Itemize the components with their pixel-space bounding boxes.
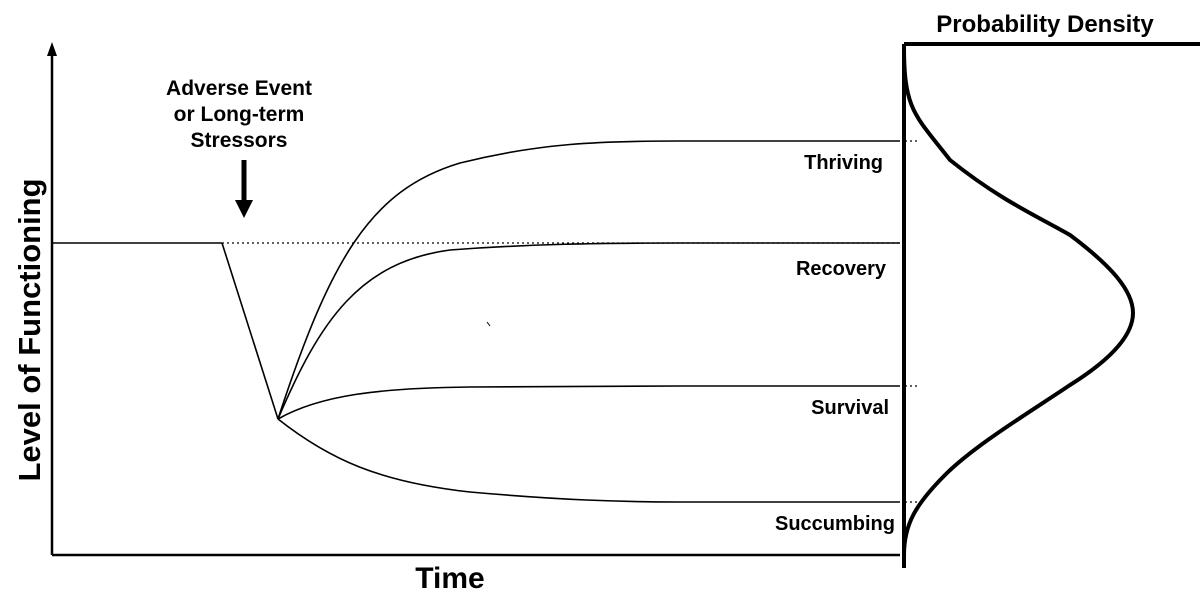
density-label: Probability Density xyxy=(936,11,1154,38)
decline-line xyxy=(221,242,279,420)
survival-trajectory xyxy=(277,385,900,420)
stray-mark xyxy=(486,321,491,327)
recovery-trajectory xyxy=(277,242,900,420)
recovery-label: Recovery xyxy=(796,258,887,280)
y-axis-arrowhead xyxy=(47,42,57,56)
succumbing-trajectory xyxy=(277,418,900,503)
event-label-line-2: or Long-term xyxy=(174,103,305,126)
x-axis-label: Time xyxy=(415,562,484,595)
density-curve xyxy=(902,46,1136,556)
down-arrow-icon xyxy=(235,160,253,218)
thriving-trajectory xyxy=(277,140,900,420)
y-axis-label: Level of Functioning xyxy=(12,178,47,481)
thriving-label: Thriving xyxy=(804,152,883,174)
event-label-line-1: Adverse Event xyxy=(166,77,312,100)
succumbing-label: Succumbing xyxy=(775,513,895,535)
event-label-line-3: Stressors xyxy=(191,129,288,152)
survival-label: Survival xyxy=(811,397,889,419)
